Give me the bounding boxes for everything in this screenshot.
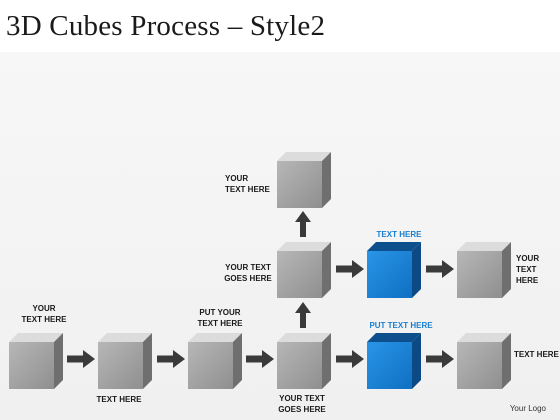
label-bottom-center: YOUR TEXT GOES HERE: [278, 394, 326, 414]
page-title: 3D Cubes Process – Style2: [6, 10, 326, 42]
cube-right-top: [457, 242, 511, 298]
label-put-your: PUT YOUR TEXT HERE: [197, 308, 243, 328]
cube-bottom-1: [9, 333, 63, 389]
label-bottom-left: TEXT HERE: [96, 395, 142, 404]
cube-blue-bottom: [367, 333, 421, 389]
label-right-bottom: TEXT HERE: [514, 350, 559, 359]
label-middle: YOUR TEXT GOES HERE: [224, 263, 272, 283]
cube-middle: [277, 242, 331, 298]
cube-bottom-2: [98, 333, 152, 389]
cube-top: [277, 152, 331, 208]
cube-bottom-3: [188, 333, 242, 389]
arrow-right-icon: [67, 350, 95, 373]
arrow-right-icon: [157, 350, 185, 373]
arrow-right-icon: [246, 350, 274, 373]
arrow-up-icon: [295, 302, 311, 333]
arrow-up-icon: [295, 211, 311, 242]
label-top: YOUR TEXT HERE: [225, 174, 270, 194]
arrow-right-icon: [336, 350, 364, 373]
arrow-right-icon: [426, 260, 454, 283]
label-right-top: YOUR TEXT HERE: [516, 254, 540, 285]
arrow-right-icon: [336, 260, 364, 283]
cube-bottom-4: [277, 333, 331, 389]
logo-text: Your Logo: [509, 404, 546, 413]
label-left-top: YOUR TEXT HERE: [21, 304, 67, 324]
label-blue-bottom: PUT TEXT HERE: [369, 321, 433, 330]
arrow-right-icon: [426, 350, 454, 373]
cube-right-bottom: [457, 333, 511, 389]
label-blue-top: TEXT HERE: [376, 230, 422, 239]
cube-blue-top: [367, 242, 421, 298]
